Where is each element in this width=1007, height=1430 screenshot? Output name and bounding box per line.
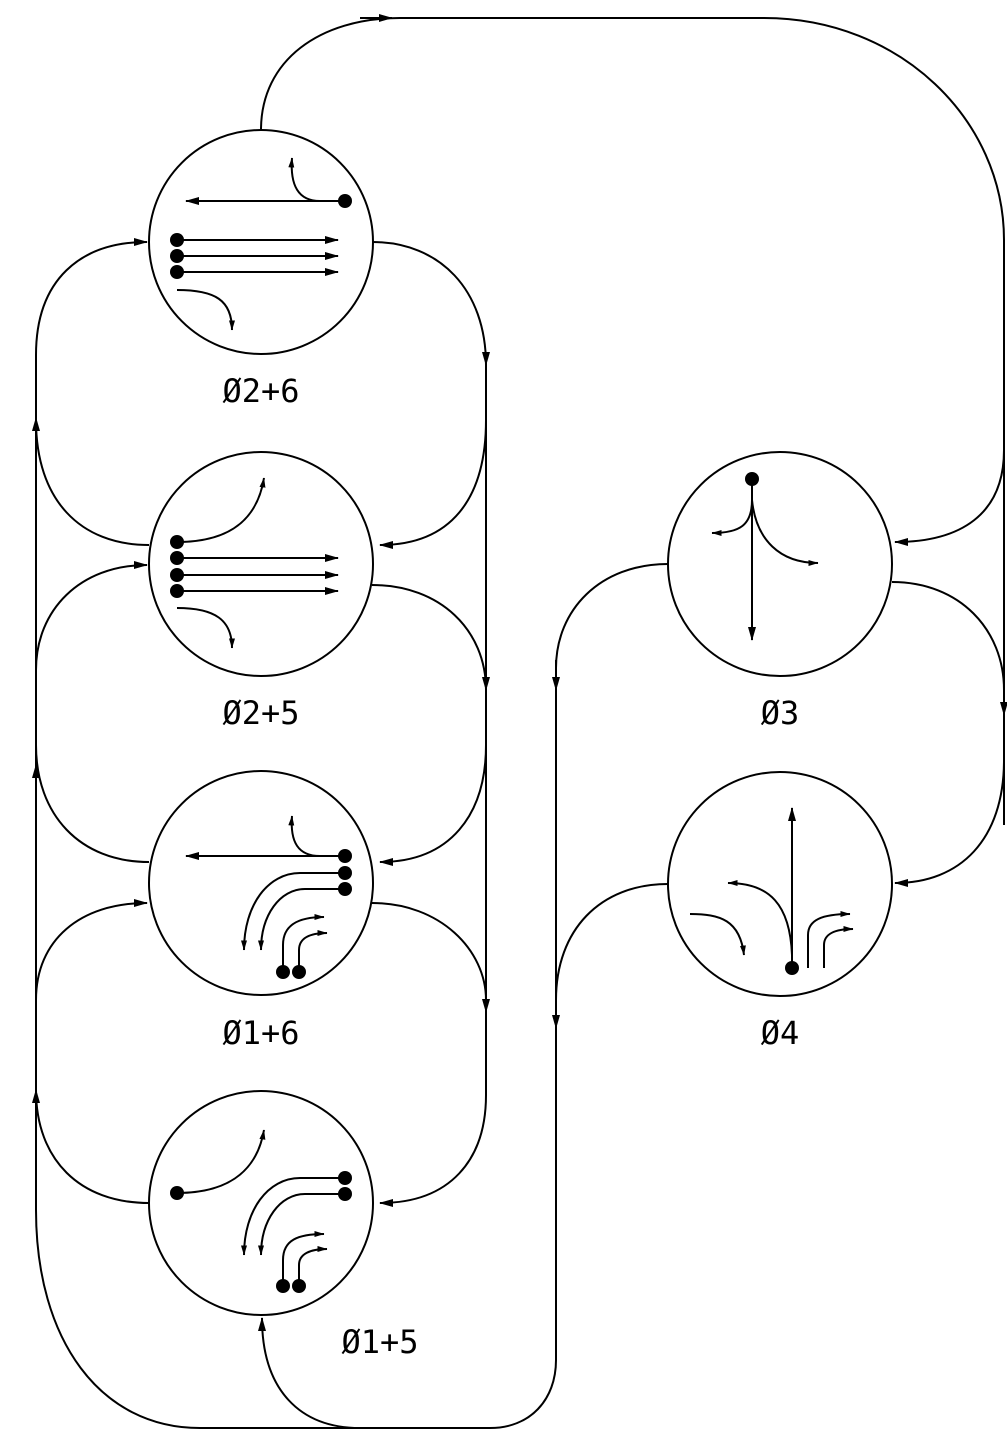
turn-movement-arrow — [727, 880, 793, 956]
movement-origin-dot — [338, 194, 352, 208]
turn-movement-arrow — [176, 607, 235, 649]
left-turn-arrow — [258, 888, 345, 951]
movement-origin-dot — [170, 551, 184, 565]
movement-origin-dot — [170, 249, 184, 263]
phase-node-p26: Ø2+6 — [148, 129, 374, 410]
edge-p16-to-left-bus — [35, 744, 150, 863]
edge-left-bus-to-p25 — [35, 561, 148, 671]
phase-node-p4: Ø4 — [667, 771, 893, 1052]
phase-circle — [148, 1090, 374, 1316]
turn-movement-arrow — [176, 289, 235, 331]
movement-origin-dot — [170, 233, 184, 247]
movement-origin-dot — [276, 965, 290, 979]
movement-origin-dot — [785, 961, 799, 975]
edge-p4-to-inner-right — [555, 883, 669, 1001]
left-turn-arrow — [282, 1231, 325, 1286]
turn-movement-arrow — [711, 499, 753, 536]
edge-middle-bus-to-p15 — [379, 1094, 487, 1207]
movement-origin-dot — [170, 265, 184, 279]
movement-origin-dot — [338, 866, 352, 880]
left-turn-arrow — [241, 1177, 345, 1256]
edge-middle-bus-to-p16 — [379, 744, 487, 866]
movement-origin-dot — [338, 1187, 352, 1201]
edge-p3-to-inner-right — [555, 563, 669, 669]
left-turn-arrow — [298, 1246, 328, 1286]
movement-origin-dot — [170, 568, 184, 582]
edge-p25-to-middle-bus — [371, 584, 487, 691]
phase-label: Ø2+6 — [222, 372, 299, 410]
movement-origin-dot — [170, 1186, 184, 1200]
edge-p25-to-left-bus — [35, 419, 150, 546]
movement-origin-dot — [292, 1279, 306, 1293]
turn-movement-arrow — [288, 815, 321, 857]
movement-origin-dot — [338, 1171, 352, 1185]
edge-outer-right-to-p3 — [894, 449, 1005, 546]
edge-p26-to-middle-bus — [371, 241, 490, 366]
movement-origin-dot — [170, 584, 184, 598]
edge-left-bus-to-p26 — [35, 238, 148, 356]
phase-label: Ø1+5 — [341, 1323, 418, 1361]
movement-origin-dot — [745, 472, 759, 486]
movement-origin-dot — [170, 535, 184, 549]
phase-node-p25: Ø2+5 — [148, 451, 374, 732]
phase-circle — [667, 451, 893, 677]
phase-label: Ø1+6 — [222, 1014, 299, 1052]
phase-label: Ø4 — [761, 1014, 800, 1052]
turn-movement-arrow — [823, 926, 854, 968]
turn-movement-arrow — [288, 157, 321, 202]
movement-origin-dot — [276, 1279, 290, 1293]
left-turn-arrow — [282, 914, 325, 972]
edge-middle-bus-to-p25 — [379, 419, 487, 549]
phase-label: Ø2+5 — [222, 694, 299, 732]
transition-lines — [32, 14, 1007, 1429]
phase-circle — [148, 770, 374, 996]
edge-left-bus-to-p16 — [35, 899, 148, 1001]
phase-node-p16: Ø1+6 — [148, 770, 374, 1052]
turn-movement-arrow — [751, 499, 819, 566]
movement-origin-dot — [292, 965, 306, 979]
phase-circle — [148, 451, 374, 677]
edge-p15-to-left-bus — [35, 1089, 150, 1204]
edge-p16-to-middle-bus — [371, 902, 487, 1001]
phase-label: Ø3 — [761, 694, 800, 732]
left-turn-arrow — [258, 1193, 345, 1256]
phase-circle — [148, 129, 374, 355]
turn-movement-arrow — [689, 913, 746, 956]
movement-origin-dot — [338, 882, 352, 896]
left-turn-arrow — [241, 872, 345, 951]
edge-p3-to-outer-right — [891, 581, 1005, 691]
bottom-loop-to-left-bus — [35, 1209, 557, 1429]
movement-origin-dot — [338, 849, 352, 863]
turn-movement-arrow — [176, 477, 266, 543]
turn-movement-arrow — [176, 1129, 266, 1194]
phase-node-p3: Ø3 — [667, 451, 893, 732]
phase-circle — [667, 771, 893, 997]
left-turn-arrow — [298, 930, 328, 972]
top-loop-line — [260, 17, 1005, 241]
phase-node-p15: Ø1+5 — [148, 1090, 419, 1361]
edge-outer-right-to-p4 — [894, 759, 1005, 887]
bottom-loop-to-p15 — [258, 1317, 361, 1429]
turn-movement-arrow — [807, 911, 851, 968]
